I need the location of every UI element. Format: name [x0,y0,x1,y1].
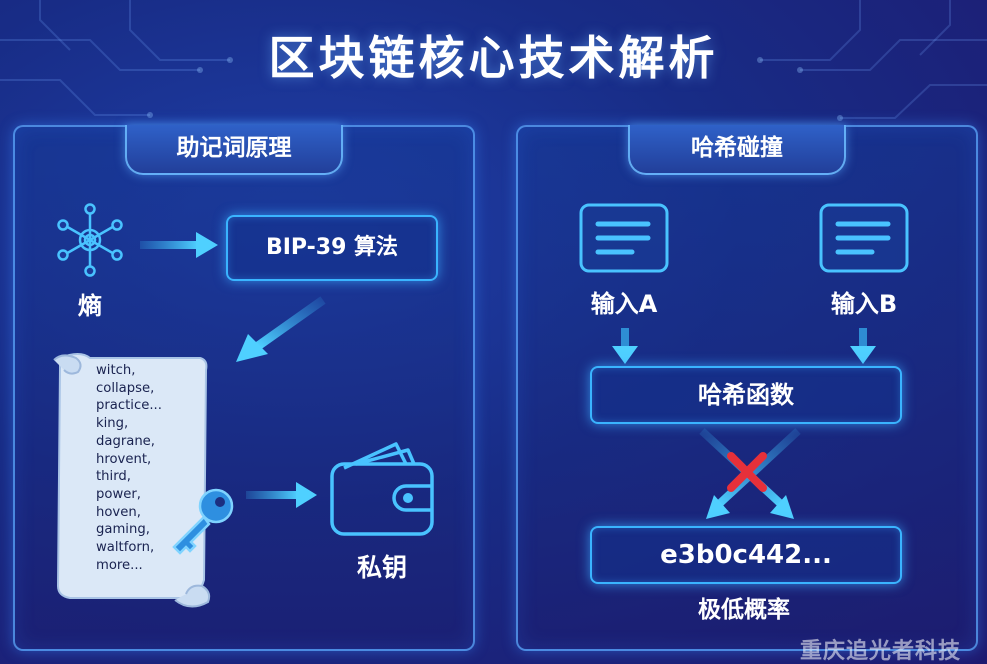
mnemonic-word-list: witch, collapse, practice... king, dagra… [96,362,206,574]
document-icon [579,203,669,273]
mnemonic-word: practice... [96,398,162,414]
tab-hash-collision: 哈希碰撞 [628,125,846,175]
arrow-entropy-to-bip39 [140,232,218,258]
key-icon [172,488,234,555]
mnemonic-word: hrovent, [96,451,152,467]
mnemonic-word: collapse, [96,380,155,396]
arrow-input-a-down [612,328,638,364]
mnemonic-word: dagrane, [96,433,155,449]
mnemonic-word: more... [96,557,143,573]
cross-icon [727,452,767,492]
private-key-label: 私钥 [356,553,407,582]
arrow-key-to-wallet [246,482,317,508]
mnemonic-word: third, [96,469,131,485]
input-a-label: 输入A [590,290,658,318]
page-title: 区块链核心技术解析 [268,31,719,85]
arrow-input-b-down [850,328,876,364]
probability-label: 极低概率 [698,597,790,623]
mnemonic-word: power, [96,486,141,502]
hash-function-box: 哈希函数 [590,366,902,424]
input-b-label: 输入B [830,290,898,318]
mnemonic-word: witch, [96,363,136,378]
network-icon [57,203,123,277]
arrow-bip39-to-mnemonic [236,296,326,362]
tab-mnemonic-principle: 助记词原理 [125,125,343,175]
scroll-icon [53,353,211,608]
watermark: 重庆追光者科技 [800,639,962,664]
mnemonic-word: gaming, [96,522,150,538]
mnemonic-word: king, [96,416,129,432]
wallet-icon [330,442,434,536]
entropy-label: 熵 [78,292,102,320]
collision-arrows [699,428,801,519]
mnemonic-word: waltforn, [96,540,155,556]
hash-output-box: e3b0c442... [590,526,902,584]
mnemonic-word: hoven, [96,504,141,520]
document-icon [819,203,909,273]
bip39-algorithm-box: BIP-39 算法 [226,215,438,281]
